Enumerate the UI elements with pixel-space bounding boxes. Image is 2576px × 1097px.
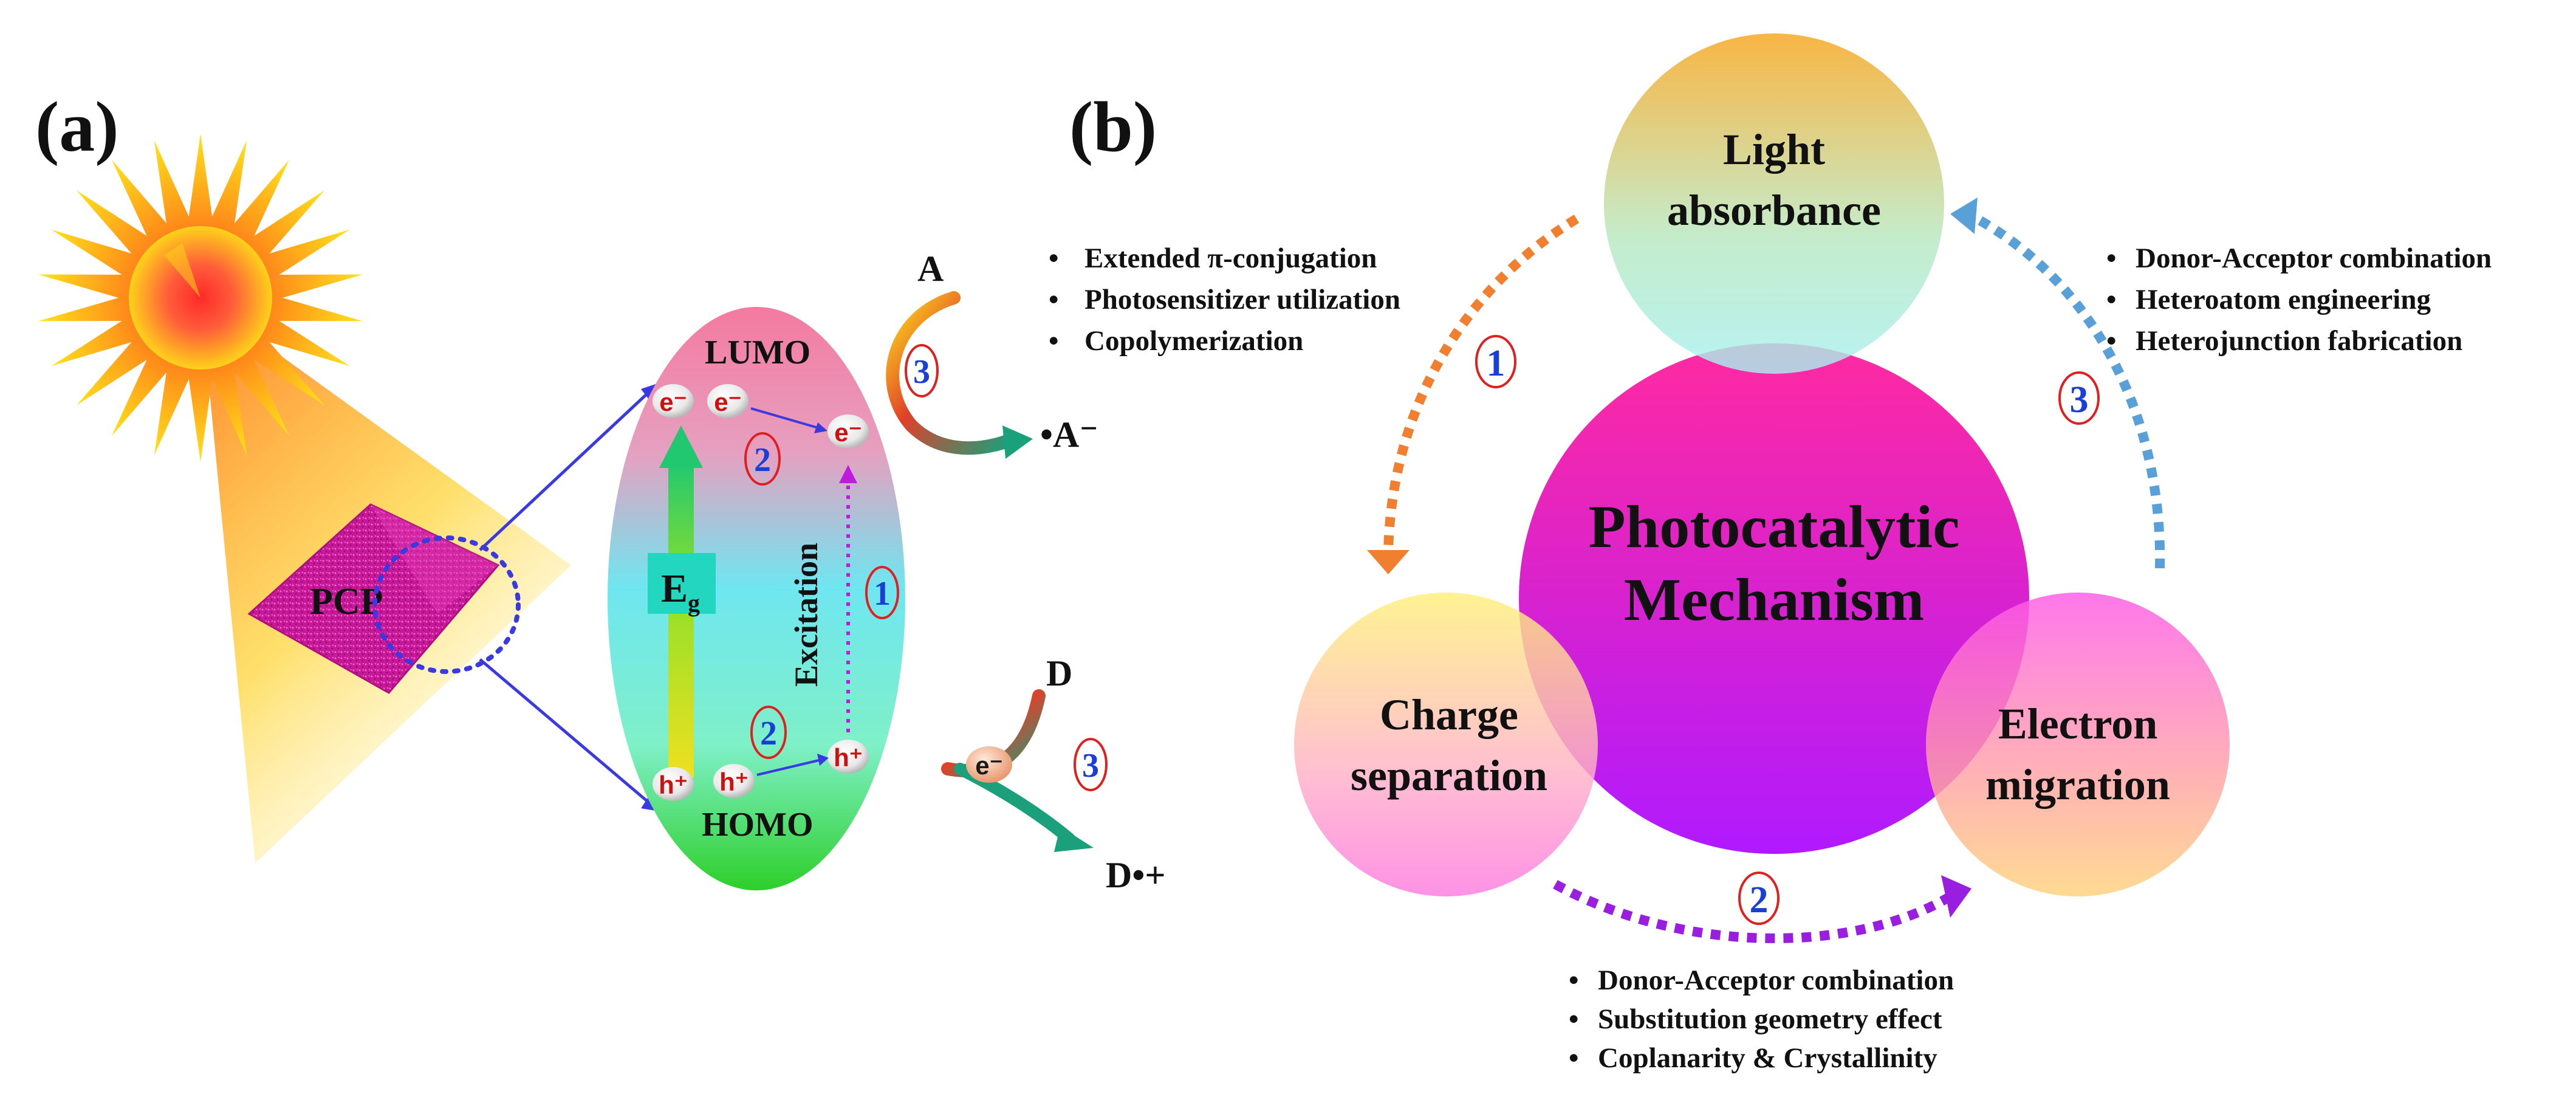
lumo-label: LUMO [705, 334, 810, 371]
svg-text:3: 3 [1082, 747, 1099, 785]
svg-text:e⁻: e⁻ [975, 751, 1003, 780]
donor-electron: e⁻ [966, 746, 1012, 783]
acceptor-label: A [917, 249, 944, 289]
arrowhead-icon [817, 754, 829, 766]
bullet-icon: • [1569, 1003, 1578, 1035]
svg-text:e⁻: e⁻ [834, 418, 862, 447]
band-gap-arrow [659, 425, 703, 778]
charge-separation-line2: separation [1351, 751, 1547, 800]
charge-separation-line1: Charge [1380, 690, 1518, 739]
list-item: Photosensitizer utilization [1084, 284, 1400, 315]
bullet-icon: • [2106, 284, 2116, 315]
electron-1: e⁻ [653, 384, 694, 418]
zoom-arrow-lower [479, 658, 648, 802]
list-electron-migration: • Donor-Acceptor combination • Heteroato… [2106, 242, 2492, 357]
panel-a-label: (a) [35, 87, 119, 167]
list-item: Extended π-conjugation [1084, 242, 1377, 274]
svg-text:2: 2 [760, 715, 777, 752]
list-item: Donor-Acceptor combination [1598, 965, 1954, 996]
arrowhead-icon [839, 465, 857, 483]
svg-text:e⁻: e⁻ [714, 388, 742, 416]
excitation-label: Excitation [788, 543, 824, 687]
hole-1: h⁺ [653, 767, 694, 801]
band-gap-label: Eg [661, 566, 700, 617]
step-marker-3-acceptor: 3 [905, 344, 939, 397]
arrowhead-icon [1950, 198, 1978, 234]
bullet-icon: • [2106, 242, 2116, 274]
list-item: Substitution geometry effect [1598, 1003, 1942, 1035]
cycle-arrow-2 [1553, 879, 1953, 943]
hole-transfer-arrow [756, 758, 822, 776]
svg-text:h⁺: h⁺ [834, 743, 863, 772]
center-circle [1519, 343, 2029, 854]
arrowhead-icon [814, 422, 827, 433]
acceptor-reduction-arrow [886, 291, 1033, 459]
svg-text:h⁺: h⁺ [719, 768, 748, 796]
charge-separation-circle [1294, 593, 1598, 896]
electron-transfer-arrow [750, 407, 821, 430]
svg-text:3: 3 [913, 353, 930, 391]
step-marker-b-1: 1 [1475, 335, 1516, 388]
svg-text:e⁻: e⁻ [659, 388, 687, 416]
svg-text:1: 1 [874, 575, 891, 613]
step-marker-2-lumo: 2 [744, 432, 781, 486]
cycle-arrow-1 [1383, 215, 1580, 554]
step-marker-3-donor: 3 [1074, 738, 1108, 791]
svg-text:2: 2 [754, 441, 771, 479]
electron-migration-line2: migration [1985, 760, 2170, 809]
donor-label: D [1046, 653, 1072, 693]
list-light-absorbance: • Extended π-conjugation • Photosensitiz… [1049, 242, 1400, 357]
svg-text:h⁺: h⁺ [659, 771, 688, 799]
electron-2: e⁻ [707, 384, 748, 418]
center-title-line2: Mechanism [1624, 566, 1924, 633]
center-title-line1: Photocatalytic [1589, 493, 1960, 560]
band-gap-box [648, 553, 716, 614]
list-item: Heterojunction fabrication [2136, 325, 2462, 357]
svg-text:3: 3 [2070, 379, 2089, 421]
arrowhead-icon [1941, 875, 1971, 918]
list-item: Copolymerization [1084, 325, 1303, 357]
light-absorbance-line1: Light [1723, 125, 1825, 174]
bullet-icon: • [1569, 965, 1578, 996]
svg-text:1: 1 [1487, 343, 1506, 384]
bullet-icon: • [1049, 284, 1058, 315]
bullet-icon: • [1569, 1042, 1578, 1074]
hole-3: h⁺ [827, 740, 869, 774]
panel-b-label: (b) [1069, 87, 1157, 167]
zoom-arrow-upper [479, 393, 648, 551]
bullet-icon: • [2106, 325, 2116, 357]
pcp-label: PCP [310, 581, 383, 622]
step-marker-1-excitation: 1 [865, 566, 899, 619]
electron-migration-line1: Electron [1998, 700, 2158, 748]
electron-3: e⁻ [827, 414, 869, 449]
electron-migration-circle [1926, 593, 2230, 896]
hole-2: h⁺ [713, 764, 755, 798]
step-marker-2-homo: 2 [750, 706, 787, 759]
list-item: Donor-Acceptor combination [2136, 242, 2492, 274]
step-marker-b-2: 2 [1738, 872, 1780, 925]
bullet-icon: • [1049, 242, 1058, 274]
zoom-circle [372, 535, 521, 674]
list-charge-separation: • Donor-Acceptor combination • Substitut… [1569, 965, 1954, 1074]
cycle-arrow-3 [1969, 211, 2165, 569]
acceptor-radical-label: •A⁻ [1040, 414, 1098, 455]
homo-label: HOMO [702, 806, 814, 844]
donor-radical-label: D•+ [1106, 855, 1166, 895]
light-absorbance-line2: absorbance [1667, 186, 1881, 235]
light-absorbance-circle [1604, 33, 1944, 374]
list-item: Coplanarity & Crystallinity [1598, 1042, 1937, 1074]
bullet-icon: • [1049, 325, 1058, 357]
svg-text:2: 2 [1750, 879, 1769, 921]
list-item: Heteroatom engineering [2136, 284, 2431, 315]
step-marker-b-3: 3 [2058, 371, 2100, 425]
arrowhead-icon [1367, 550, 1410, 574]
sun-icon [38, 134, 363, 462]
